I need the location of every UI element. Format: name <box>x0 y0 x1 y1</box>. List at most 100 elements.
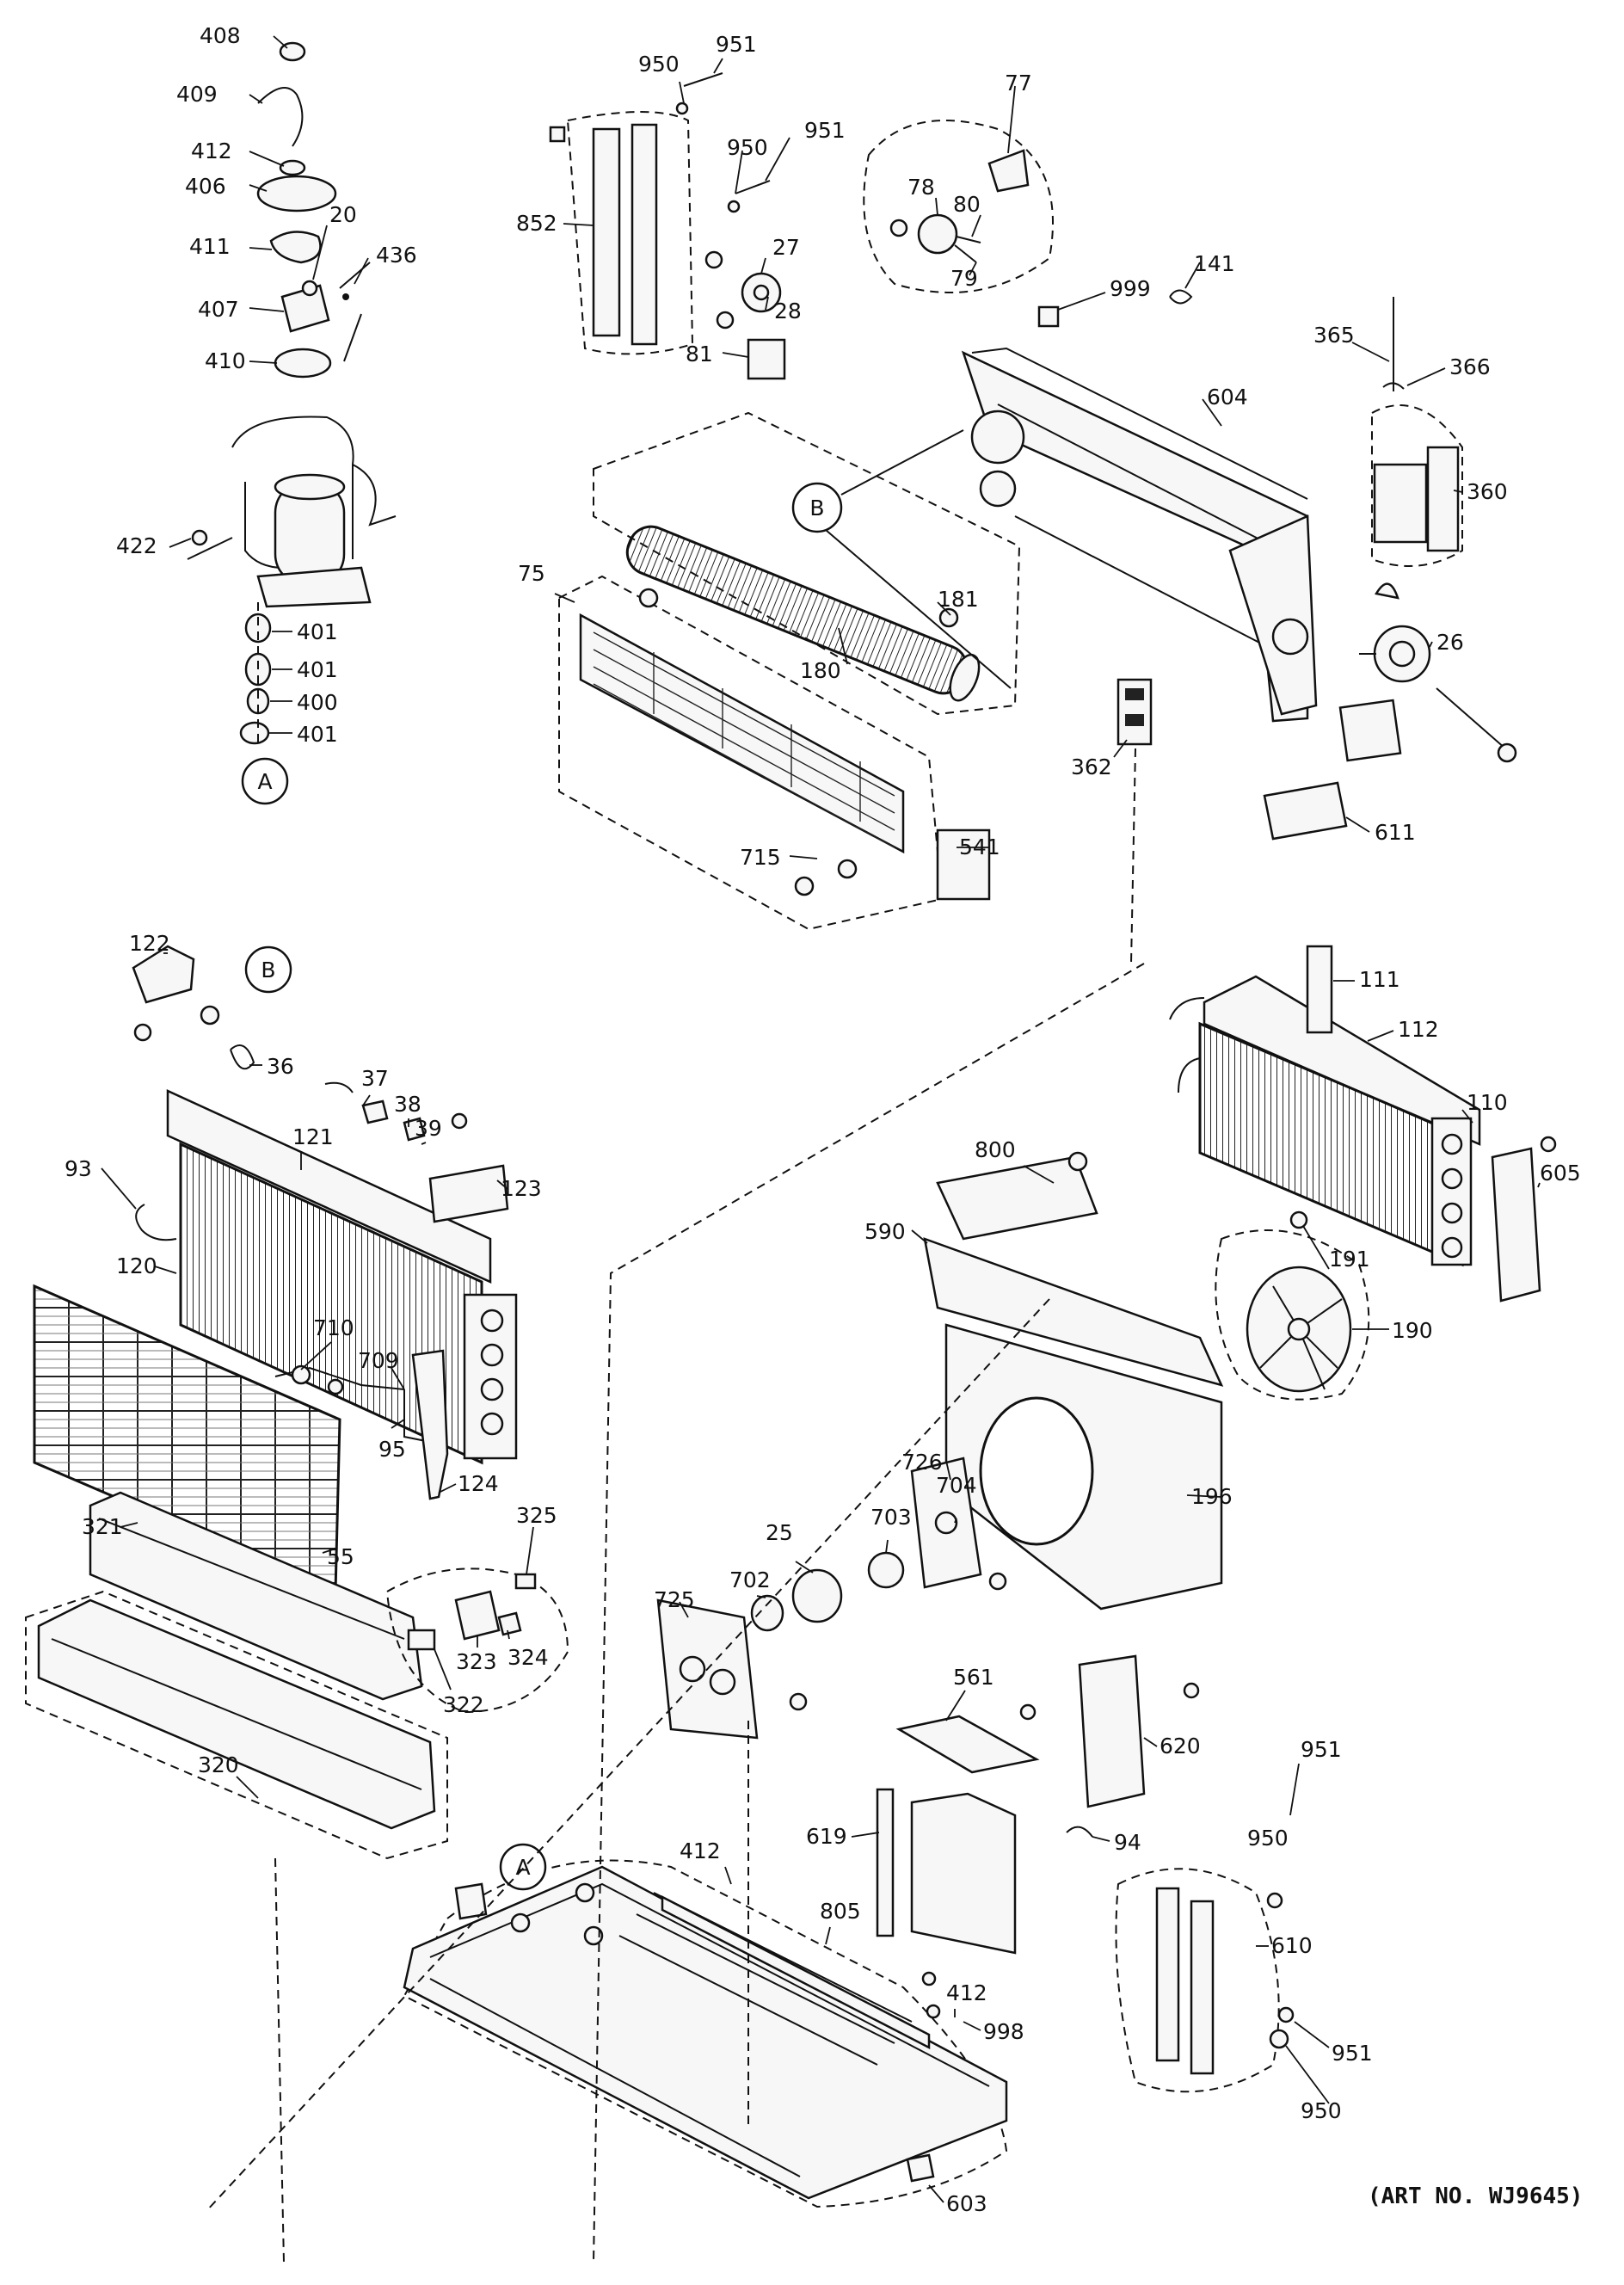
part-label: 412 <box>946 1980 987 2005</box>
part-label: 95 <box>378 1437 406 1462</box>
part-label: 39 <box>415 1116 442 1141</box>
leader-lines <box>101 35 1541 2203</box>
base-pan <box>403 1843 1008 2208</box>
part-label: 141 <box>1194 251 1235 276</box>
part-label: 123 <box>501 1176 542 1201</box>
part-label: 38 <box>394 1092 421 1117</box>
part-label: 77 <box>1005 71 1032 95</box>
part-label: 950 <box>1301 2098 1342 2123</box>
art-number-note: (ART NO. WJ9645) <box>1368 2183 1584 2209</box>
part-label: 55 <box>327 1544 354 1569</box>
part-label: 725 <box>654 1587 695 1612</box>
part-label: 950 <box>1247 1826 1289 1851</box>
part-label: 28 <box>774 299 802 323</box>
part-label: 322 <box>443 1692 484 1717</box>
part-label: 75 <box>518 561 545 586</box>
part-label: 998 <box>983 2019 1024 2044</box>
condenser-group <box>656 945 1557 2093</box>
part-label: 620 <box>1160 1734 1201 1758</box>
part-label: 619 <box>806 1824 847 1849</box>
part-label: 726 <box>901 1450 943 1475</box>
part-label: 702 <box>729 1567 771 1592</box>
part-label: 191 <box>1329 1247 1370 1272</box>
part-label: 704 <box>936 1473 977 1498</box>
evaporator-group <box>25 945 569 1860</box>
part-label: 196 <box>1191 1484 1233 1509</box>
part-label: 852 <box>516 211 557 236</box>
part-label: 110 <box>1467 1090 1508 1115</box>
part-label: 409 <box>176 82 218 107</box>
part-label: 124 <box>458 1471 499 1496</box>
part-label: 80 <box>953 192 981 217</box>
part-label: 325 <box>516 1503 557 1528</box>
part-label: 25 <box>766 1520 793 1545</box>
part-label: 951 <box>804 118 846 143</box>
part-label: 951 <box>716 32 757 57</box>
part-label: 610 <box>1271 1933 1313 1958</box>
callout-letter-a-compressor: A <box>257 769 272 794</box>
part-label: 36 <box>267 1054 294 1079</box>
part-label: 27 <box>772 235 800 260</box>
part-label: 805 <box>820 1899 861 1924</box>
blower-group <box>549 72 1517 841</box>
part-label: 81 <box>686 342 713 366</box>
part-label: 365 <box>1313 323 1355 348</box>
part-label: 800 <box>975 1137 1016 1162</box>
part-label: 999 <box>1110 276 1151 301</box>
callout-letter-b-blower: B <box>809 496 824 520</box>
part-label: 94 <box>1114 1830 1141 1855</box>
part-label: 79 <box>950 266 978 291</box>
part-label: 323 <box>456 1649 497 1674</box>
part-label: 360 <box>1467 479 1508 504</box>
part-label: 561 <box>953 1665 994 1690</box>
part-label: 362 <box>1071 754 1112 779</box>
callout-letter-b-evaporator: B <box>261 958 275 982</box>
part-label: 180 <box>800 658 841 683</box>
part-label: 37 <box>361 1066 389 1091</box>
part-label: 181 <box>938 587 979 612</box>
part-label: 26 <box>1436 630 1464 655</box>
part-label: 605 <box>1540 1161 1581 1186</box>
part-label: 412 <box>680 1838 721 1863</box>
part-label: 703 <box>870 1505 912 1530</box>
part-label: 190 <box>1392 1318 1433 1343</box>
part-label: 121 <box>292 1124 334 1149</box>
part-label: 951 <box>1332 2041 1373 2066</box>
part-label: 950 <box>727 135 768 160</box>
part-label: 401 <box>297 657 338 682</box>
part-label: 541 <box>959 835 1000 859</box>
part-label: 401 <box>297 619 338 644</box>
part-label: 422 <box>116 533 157 558</box>
part-label: 408 <box>200 23 241 48</box>
callout-letter-a-base: A <box>515 1855 530 1880</box>
part-label: 122 <box>129 931 170 956</box>
assembly-lines <box>206 748 1145 2263</box>
part-label: 400 <box>297 690 338 715</box>
part-label: 406 <box>185 174 226 199</box>
front-grille <box>558 575 991 931</box>
part-label: 320 <box>198 1752 239 1777</box>
part-label: 401 <box>297 722 338 747</box>
part-label: 412 <box>191 139 232 163</box>
compressor-group <box>187 41 397 748</box>
part-label: 321 <box>82 1514 123 1539</box>
part-label: 366 <box>1449 354 1491 379</box>
part-label: 324 <box>508 1645 549 1670</box>
part-label: 951 <box>1301 1737 1342 1762</box>
part-label: 604 <box>1207 385 1248 410</box>
part-label: 411 <box>189 234 231 259</box>
part-label: 111 <box>1359 967 1400 992</box>
part-label: 112 <box>1398 1017 1439 1042</box>
part-label: 93 <box>65 1156 92 1181</box>
part-label: 715 <box>740 845 781 870</box>
part-label: 20 <box>329 202 357 227</box>
part-label: 407 <box>198 297 239 322</box>
part-label: 709 <box>358 1348 399 1373</box>
part-label: 120 <box>116 1253 157 1278</box>
part-label: 611 <box>1375 820 1416 845</box>
part-label: 436 <box>376 243 417 268</box>
part-label: 710 <box>313 1315 354 1340</box>
part-label: 590 <box>864 1219 906 1244</box>
part-label: 603 <box>946 2191 987 2216</box>
